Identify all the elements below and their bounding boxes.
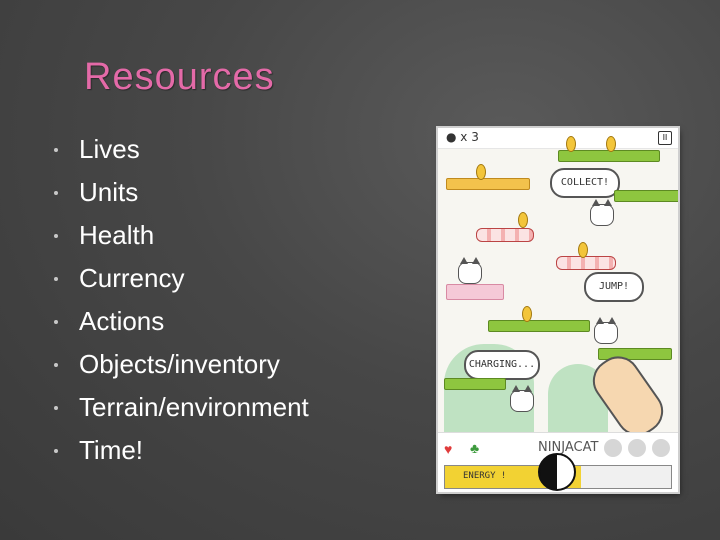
- coin-icon: [606, 136, 616, 152]
- game-logo: NINJACAT: [538, 440, 599, 455]
- bullet-dot-icon: [54, 320, 58, 324]
- bullet-dot-icon: [54, 363, 58, 367]
- clover-icon: ♣: [470, 440, 480, 456]
- jump-bubble: JUMP!: [584, 272, 644, 302]
- platform: [446, 284, 504, 300]
- platform: [444, 378, 506, 390]
- cat-character-icon: [510, 385, 534, 412]
- coin-icon: [476, 164, 486, 180]
- conveyor-platform: [476, 228, 534, 242]
- bullet-dot-icon: [54, 148, 58, 152]
- yin-yang-icon: [538, 453, 576, 491]
- energy-label: ENERGY !: [463, 471, 507, 481]
- coin-icon: [578, 242, 588, 258]
- charging-bubble: CHARGING...: [464, 350, 540, 380]
- bullet-dot-icon: [54, 277, 58, 281]
- pause-icon: II: [658, 131, 672, 145]
- lives-counter: ● x 3: [446, 130, 479, 144]
- conveyor-platform: [556, 256, 616, 270]
- collect-bubble: COLLECT!: [550, 168, 620, 198]
- platform: [446, 178, 530, 190]
- cat-character-icon: [590, 199, 614, 226]
- cat-character-icon: [594, 317, 618, 344]
- slot-icon: [628, 439, 646, 457]
- ninja-enemy-icon: [458, 257, 482, 284]
- coin-icon: [522, 306, 532, 322]
- bullet-dot-icon: [54, 449, 58, 453]
- bullet-dot-icon: [54, 191, 58, 195]
- game-top-hud: ● x 3 II: [438, 128, 678, 149]
- game-bottom-hud: ♥ ♣ NINJACAT ENERGY !: [438, 432, 678, 492]
- heart-icon: ♥: [444, 441, 453, 457]
- slot-icon: [604, 439, 622, 457]
- coin-icon: [518, 212, 528, 228]
- platform: [488, 320, 590, 332]
- bullet-dot-icon: [54, 234, 58, 238]
- platform: [614, 190, 678, 202]
- game-screenshot: ● x 3 II COLLECT! JUMP! CHARGING... ♥ ♣ …: [438, 128, 678, 492]
- bullet-dot-icon: [54, 406, 58, 410]
- slide-title: Resources: [84, 56, 275, 98]
- slot-icon: [652, 439, 670, 457]
- coin-icon: [566, 136, 576, 152]
